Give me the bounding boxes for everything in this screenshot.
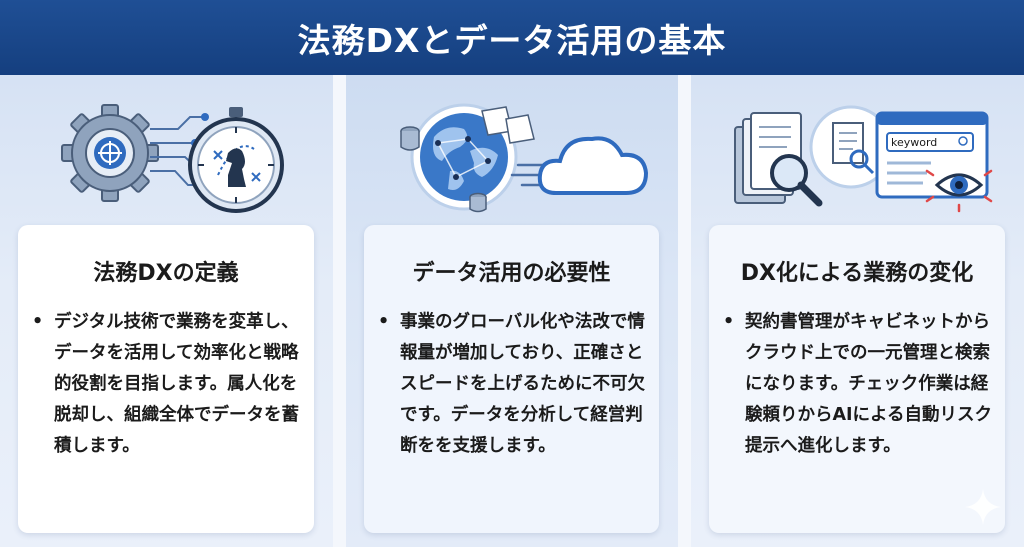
necessity-card: データ活用の必要性 •事業のグローバル化や法改で情報量が増加しており、正確さとス… — [364, 225, 659, 533]
column-divider — [678, 75, 691, 547]
card-title: DX化による業務の変化 — [740, 261, 974, 286]
magnifier-icon — [770, 154, 823, 207]
eye-icon — [925, 169, 993, 213]
cloud-icon — [537, 136, 649, 195]
panel-dx-definition: 法務DXの定義 •デジタル技術で業務を変革し、データを活用して効率化と戦略的役割… — [0, 75, 333, 547]
sparkle-icon — [965, 489, 1001, 525]
chess-knight-icon — [226, 148, 246, 187]
gear-icon — [61, 104, 159, 202]
globe-cloud-illustration — [400, 103, 649, 213]
panel-business-change: keyword DX化による業務の変化 •契約書管理がキャビネットからクラウド上… — [691, 75, 1024, 547]
card-title: データ活用の必要性 — [412, 261, 611, 286]
page-title: 法務DXとデータ活用の基本 — [0, 0, 1024, 75]
card-body-text: デジタル技術で業務を変革し、データを活用して効率化と戦略的役割を目指します。属人… — [54, 312, 299, 456]
card-body: •事業のグローバル化や法改で情報量が増加しており、正確さとスピードを上げるために… — [378, 312, 645, 456]
documents-search-illustration: keyword — [734, 105, 993, 213]
compass-icon — [188, 107, 284, 213]
document-icon — [481, 106, 535, 144]
change-card: DX化による業務の変化 •契約書管理がキャビネットからクラウド上での一元管理と検… — [709, 225, 1005, 533]
gear-compass-illustration — [61, 104, 284, 213]
definition-card: 法務DXの定義 •デジタル技術で業務を変革し、データを活用して効率化と戦略的役割… — [18, 225, 314, 533]
column-divider — [333, 75, 346, 547]
card-title: 法務DXの定義 — [93, 261, 239, 286]
panel-data-necessity: データ活用の必要性 •事業のグローバル化や法改で情報量が増加しており、正確さとス… — [346, 75, 678, 547]
card-body-text: 事業のグローバル化や法改で情報量が増加しており、正確さとスピードを上げるために不… — [400, 312, 645, 456]
search-box-text: keyword — [891, 136, 937, 149]
database-icon — [400, 126, 487, 213]
card-body: •契約書管理がキャビネットからクラウド上での一元管理と検索になります。チェック作… — [723, 312, 993, 456]
card-body: •デジタル技術で業務を変革し、データを活用して効率化と戦略的役割を目指します。属… — [32, 312, 299, 456]
card-body-text: 契約書管理がキャビネットからクラウド上での一元管理と検索になります。チェック作業… — [745, 312, 993, 456]
